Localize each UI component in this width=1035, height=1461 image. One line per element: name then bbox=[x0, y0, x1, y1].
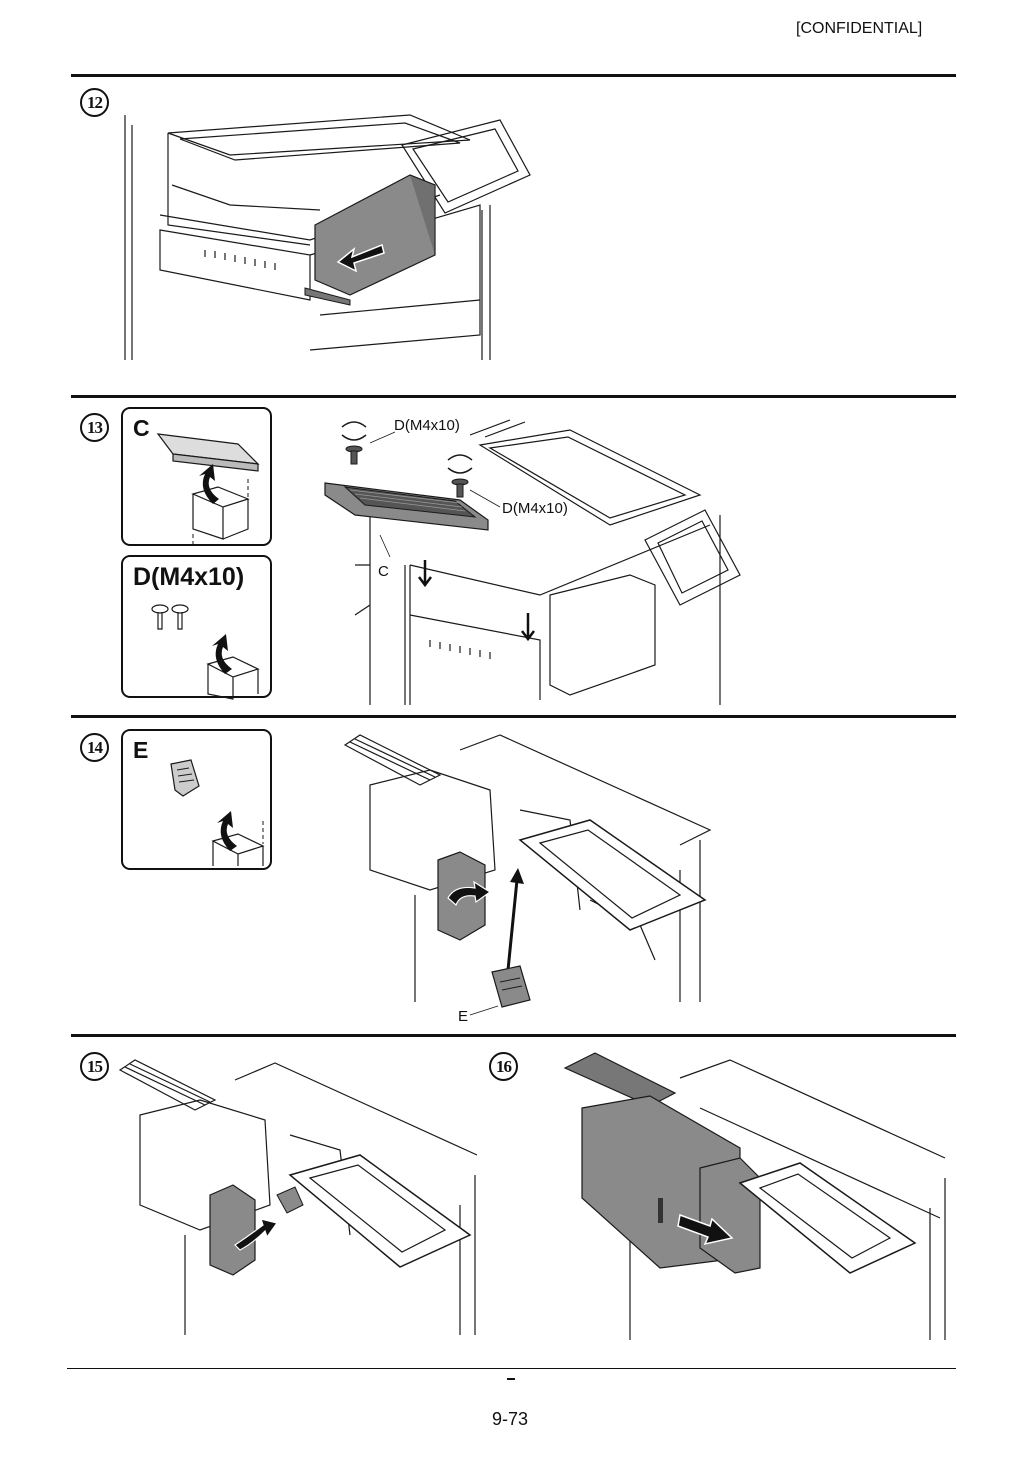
part-box-e: E bbox=[121, 729, 272, 870]
staple-cartridge-icon bbox=[170, 759, 265, 866]
cover-callout: C bbox=[378, 563, 389, 580]
step-14-illustration bbox=[343, 734, 712, 1016]
section-divider bbox=[71, 74, 956, 77]
step-number: 12 bbox=[80, 88, 109, 117]
part-letter: C bbox=[133, 415, 150, 441]
cover-part-icon bbox=[156, 433, 260, 544]
step-16-illustration bbox=[563, 1052, 946, 1340]
part-label: D(M4x10) bbox=[133, 563, 245, 591]
section-divider bbox=[71, 715, 956, 718]
step-number: 13 bbox=[80, 413, 109, 442]
page-number: 9-73 bbox=[492, 1409, 529, 1429]
confidential-label: [CONFIDENTIAL] bbox=[796, 20, 923, 37]
part-box-d: D(M4x10) bbox=[121, 555, 272, 700]
step-12-illustration bbox=[124, 114, 531, 360]
step-number: 15 bbox=[80, 1052, 109, 1081]
step-13-illustration bbox=[324, 419, 741, 705]
section-divider bbox=[71, 1034, 956, 1037]
part-letter: E bbox=[133, 737, 149, 763]
screw-parts-icon bbox=[151, 604, 260, 700]
screw-callout: D(M4x10) bbox=[502, 500, 568, 517]
step-number: 16 bbox=[489, 1052, 518, 1081]
footer-mark bbox=[507, 1378, 515, 1380]
screw-callout: D(M4x10) bbox=[394, 417, 460, 434]
footer-rule bbox=[67, 1368, 956, 1369]
step-15-illustration bbox=[118, 1059, 478, 1335]
section-divider bbox=[71, 395, 956, 398]
step-number: 14 bbox=[80, 733, 109, 762]
staple-callout: E bbox=[458, 1008, 469, 1025]
part-box-c: C bbox=[121, 407, 272, 546]
